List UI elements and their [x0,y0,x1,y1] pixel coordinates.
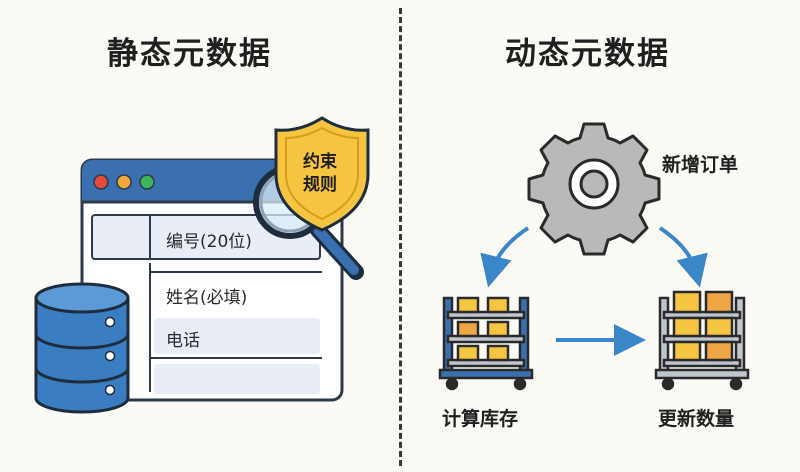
dashed-divider [399,8,402,466]
gear-icon [527,122,661,256]
shelf-cart-icon [438,296,534,391]
window-dot-green [139,174,155,190]
shield-icon [274,116,370,232]
window-dot-yellow [116,174,132,190]
update-quantity-label: 更新数量 [658,408,735,430]
arrow-icon [658,226,708,288]
database-icon [34,282,130,414]
window-dot-red [93,174,109,190]
compute-inventory-label: 计算库存 [442,408,519,430]
form-field-name: 姓名(必填) [166,288,248,308]
arrow-icon [480,226,530,288]
shield-label-line1: 约束 [303,152,337,172]
form-field-id: 编号(20位) [166,232,252,252]
shield-label-line2: 规则 [303,175,337,195]
static-metadata-title: 静态元数据 [107,36,272,72]
form-field-phone: 电话 [166,331,200,351]
shelf-cart-icon [654,290,750,391]
new-order-label: 新增订单 [662,154,739,176]
dynamic-metadata-title: 动态元数据 [505,36,670,72]
